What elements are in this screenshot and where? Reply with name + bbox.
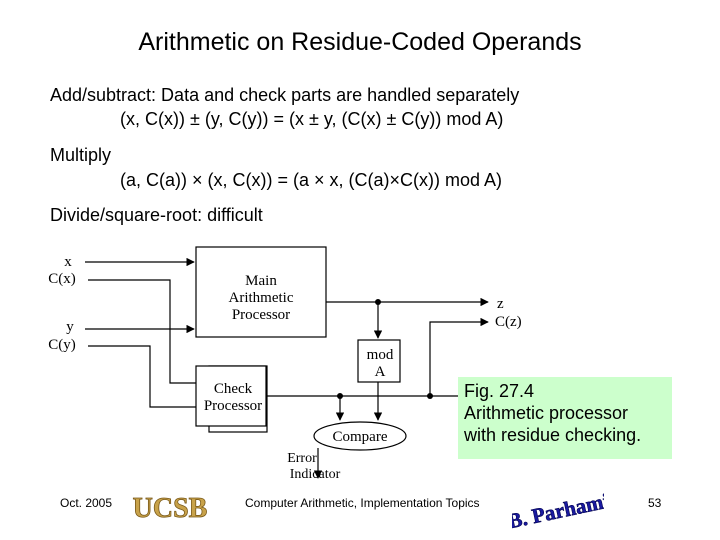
caption-line1: Fig. 27.4 <box>464 381 535 401</box>
slide-title: Arithmetic on Residue-Coded Operands <box>138 28 582 56</box>
footer-date: Oct. 2005 <box>60 496 113 510</box>
figure-caption: Fig. 27.4 Arithmetic processor with resi… <box>458 377 672 459</box>
compare-label: Compare <box>333 429 388 445</box>
input-cx-label: C(x) <box>48 271 76 287</box>
mod-a-box <box>357 339 401 383</box>
cy-to-check-arrow <box>88 345 208 412</box>
check-processor-line1: Check <box>214 381 253 397</box>
main-processor-line3: Processor <box>232 307 290 323</box>
check-processor-line2: Processor <box>204 398 262 414</box>
mod-a-line1: mod <box>367 347 394 363</box>
page-number: 53 <box>648 496 662 510</box>
main-processor-line1: Main <box>245 273 277 289</box>
residue-checking-diagram: x C(x) y C(y) Main Arithmetic Processor … <box>48 246 522 482</box>
output-z-label: z <box>497 296 504 312</box>
divide-heading: Divide/square-root: difficult <box>50 205 263 225</box>
main-processor-line2: Arithmetic <box>229 290 294 306</box>
caption-line3: with residue checking. <box>464 425 642 445</box>
caption-line2: Arithmetic processor <box>464 403 629 423</box>
output-cz-label: C(z) <box>495 314 522 330</box>
author-logo: B. Parhami <box>512 488 604 532</box>
input-cy-label: C(y) <box>48 337 76 353</box>
cx-to-check-arrow <box>88 279 208 388</box>
multiply-formula: (a, C(a)) × (x, C(x)) = (a × x, (C(a)×C(… <box>120 170 503 190</box>
footer-center-text: Computer Arithmetic, Implementation Topi… <box>245 496 480 510</box>
input-x-label: x <box>64 254 72 270</box>
multiply-heading: Multiply <box>50 145 112 165</box>
cz-output-arrow <box>429 317 489 396</box>
check-processor-box <box>195 365 267 427</box>
error-indicator-line2: Indicator <box>290 467 341 482</box>
author-logo-text: B. Parhami <box>512 489 604 532</box>
ucsb-logo: UCSB <box>126 488 214 528</box>
input-y-label: y <box>66 319 74 335</box>
main-processor-box <box>195 246 327 338</box>
addsub-heading: Add/subtract: Data and check parts are h… <box>50 85 520 105</box>
compare-junction-dot <box>337 393 343 399</box>
mod-a-line2: A <box>375 364 386 380</box>
cz-junction-dot <box>427 393 433 399</box>
addsub-formula: (x, C(x)) ± (y, C(y)) = (x ± y, (C(x) ± … <box>120 109 504 129</box>
compare-ellipse <box>313 421 407 451</box>
error-indicator-line1: Error <box>287 451 317 466</box>
ucsb-logo-text: UCSB <box>133 493 208 524</box>
